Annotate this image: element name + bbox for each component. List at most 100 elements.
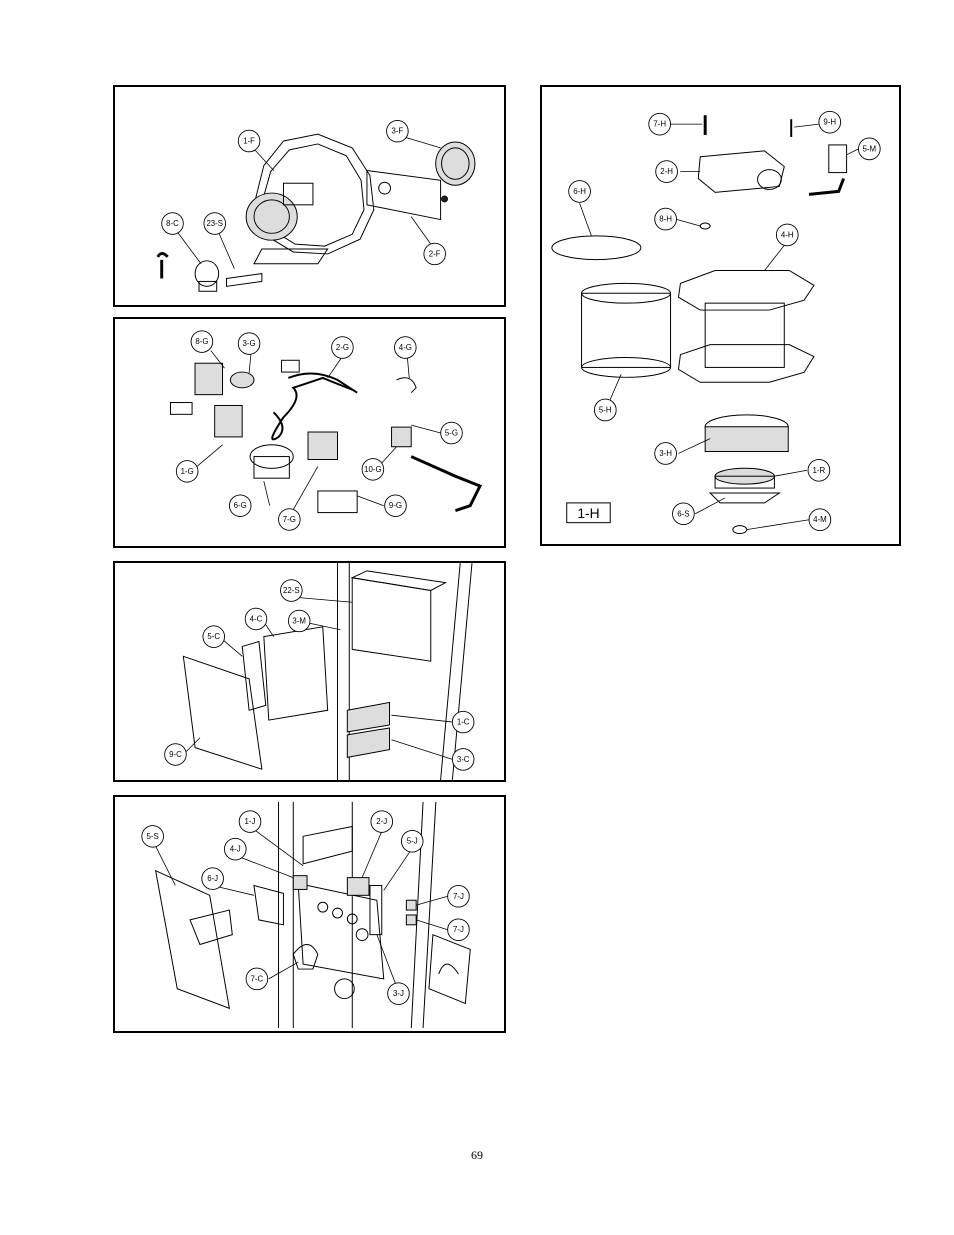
board-4c [263,626,329,721]
svg-text:9-H: 9-H [823,118,836,127]
callout-2-j: 2-J [370,810,394,833]
callout-3-m: 3-M [287,609,311,633]
top-plate-4h [677,270,815,311]
shelf [302,825,353,865]
pressure-regulator [249,444,294,469]
bracket-6j [253,884,284,926]
callout-4-g: 4-G [394,336,417,359]
callout-4-j: 4-J [224,837,247,861]
junction-panel: 1-J 2-J 5-S 4-J 5-J 6-J 7-J 7-J 7-C 3-J [113,795,506,1033]
pipe-9g [410,455,483,513]
svg-text:1-F: 1-F [243,137,255,146]
assembly-label: 1-H [577,505,599,521]
callout-2-g: 2-G [331,336,354,359]
terminal-strip-5j [369,884,383,936]
callout-7-c: 7-C [245,967,269,991]
callout-2-f: 2-F [423,242,446,266]
bracket-23s [226,273,263,287]
plug-4j [292,875,308,890]
plate-hole-4 [334,978,355,1000]
callout-5-j: 5-J [400,829,424,853]
callout-6-g: 6-G [228,494,252,517]
callout-7-g: 7-G [278,508,301,531]
callout-3-g: 3-G [237,332,261,355]
ignitor-4g [396,377,417,394]
callout-2-h: 2-H [655,160,678,183]
base-3h-body [704,426,789,452]
callout-3-c: 3-C [451,748,475,771]
callout-7-h: 7-H [648,112,672,136]
gas-train-panel: 8-G 3-G 2-G 4-G 5-G 1-G 10-G 6-G 7-G 9-G [113,317,506,548]
svg-text:5-H: 5-H [599,405,612,414]
svg-text:8-C: 8-C [166,219,179,228]
electrical-box [351,577,432,662]
fitting-4m [732,525,748,535]
board-5c [241,640,267,711]
ring-6h [551,235,642,261]
hose-fitting [156,251,169,279]
svg-text:23-S: 23-S [206,219,223,228]
callout-3-h: 3-H [654,442,677,465]
svg-text:1-C: 1-C [457,718,470,727]
clip-8h [699,222,711,230]
svg-text:5-M: 5-M [863,144,877,153]
mounting-plate-hole [378,181,392,195]
callout-10-g: 10-G [361,458,385,481]
svg-text:9-C: 9-C [169,750,182,759]
callout-4-h: 4-H [775,223,799,247]
junction-diagram: 1-J 2-J 5-S 4-J 5-J 6-J 7-J 7-J 7-C 3-J [141,801,471,1029]
svg-text:3-J: 3-J [393,989,404,998]
callout-6-j: 6-J [201,867,224,890]
connector-7j-2 [405,914,417,926]
svg-text:5-C: 5-C [207,632,220,641]
bottom-plate-4h [677,344,815,383]
relay-1c [346,701,391,733]
svg-text:1-R: 1-R [813,466,826,475]
cylinder-5h-bottom [581,357,672,378]
callout-3-j: 3-J [387,982,410,1005]
callout-8-c: 8-C [161,212,184,235]
svg-text:5-G: 5-G [445,428,458,437]
blower-diagram: 1-F 3-F 8-C 23-S 2-F [156,119,476,292]
relay-3c [346,727,391,759]
manifold-2h-port [757,169,782,190]
svg-text:6-G: 6-G [234,501,247,510]
cover-panel-5s [154,869,231,1010]
callout-9-h: 9-H [818,110,842,134]
svg-text:7-C: 7-C [251,974,264,983]
callout-5-g: 5-G [440,421,463,445]
switch-8c [194,260,220,287]
display-panel-9c [182,655,263,770]
switch-8c-base [198,280,218,292]
page-number: 69 [471,1148,483,1162]
callout-23-s: 23-S [203,212,226,235]
svg-text:7-J: 7-J [453,892,464,901]
callout-5-h: 5-H [593,398,617,422]
callout-4-c: 4-C [244,607,268,631]
cover-panel-5s-tab [189,909,233,946]
svg-text:3-F: 3-F [392,127,404,136]
svg-text:2-F: 2-F [429,249,441,258]
callout-7-j-upper: 7-J [447,885,470,908]
plate-hole-2 [332,907,343,919]
valve-5m [828,144,848,174]
cylinder-5h-body [581,292,672,368]
svg-text:2-G: 2-G [336,343,349,352]
fitting-3g [229,371,255,389]
blower-motor-face [253,199,290,234]
svg-text:7-G: 7-G [283,515,296,524]
svg-text:4-H: 4-H [781,230,794,239]
callout-8-h: 8-H [654,207,677,231]
callout-1-j: 1-J [238,810,262,833]
valve-9g [317,490,358,514]
svg-text:7-H: 7-H [653,120,666,129]
blower-base [253,248,329,265]
burner-1r-body [714,475,775,489]
svg-text:1-G: 1-G [181,467,194,476]
svg-text:3-G: 3-G [243,339,256,348]
svg-text:4-G: 4-G [399,343,412,352]
svg-text:3-H: 3-H [659,449,672,458]
svg-text:7-J: 7-J [453,925,464,934]
callout-1-f: 1-F [237,129,261,153]
cable-2g [288,372,358,394]
